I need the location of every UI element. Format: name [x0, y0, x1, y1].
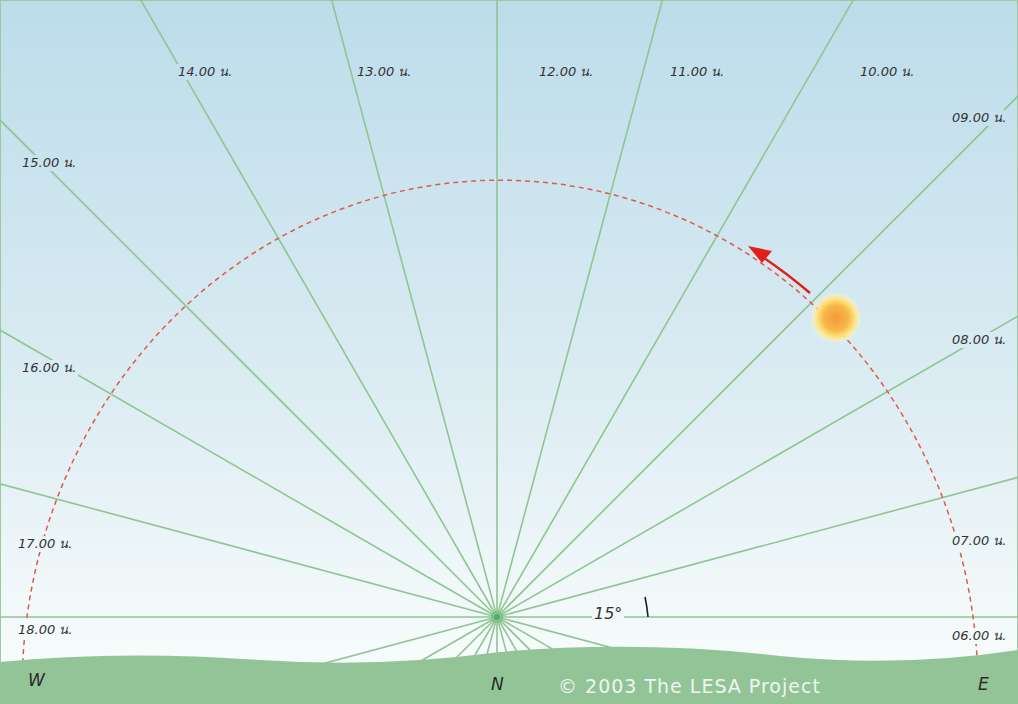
- hour-label: 11.00 น.: [668, 64, 726, 80]
- motion-arrowhead: [748, 246, 772, 263]
- sun: [811, 293, 861, 343]
- observer-point: [491, 611, 503, 623]
- motion-arrow: [764, 258, 810, 293]
- hour-line: [0, 616, 497, 618]
- direction-label: N: [489, 676, 506, 692]
- hour-line: [497, 0, 834, 617]
- hour-label: 08.00 น.: [950, 332, 1008, 348]
- hour-label: 18.00 น.: [16, 622, 74, 638]
- direction-label: E: [976, 676, 991, 692]
- hour-line: [497, 0, 1018, 617]
- direction-label: W: [26, 672, 47, 688]
- hour-label: 06.00 น.: [950, 628, 1008, 644]
- hour-label: 16.00 น.: [20, 360, 78, 376]
- hour-line: [0, 281, 497, 618]
- hour-line: [496, 0, 498, 617]
- ground: [0, 647, 1018, 704]
- hour-label: 10.00 น.: [858, 64, 916, 80]
- hour-line: [497, 0, 1018, 617]
- hour-label: 15.00 น.: [20, 155, 78, 171]
- hour-line: [497, 0, 1018, 617]
- hour-line: [0, 0, 497, 617]
- angle-label: 15°: [592, 606, 624, 622]
- hour-line: [161, 0, 498, 617]
- observer-point-core: [494, 614, 500, 620]
- hour-line: [497, 281, 1018, 618]
- hour-label: 12.00 น.: [537, 64, 595, 80]
- hour-label: 09.00 น.: [950, 110, 1008, 126]
- hour-line: [0, 0, 497, 617]
- angle-arc: [645, 597, 648, 617]
- hour-line: [497, 616, 1018, 618]
- hour-label: 17.00 น.: [16, 536, 74, 552]
- hour-line: [0, 0, 497, 617]
- hour-label: 14.00 น.: [176, 64, 234, 80]
- sun-path: [22, 180, 978, 690]
- watermark: © 2003 The LESA Project: [556, 678, 823, 694]
- hour-label: 07.00 น.: [950, 533, 1008, 549]
- hour-label: 13.00 น.: [355, 64, 413, 80]
